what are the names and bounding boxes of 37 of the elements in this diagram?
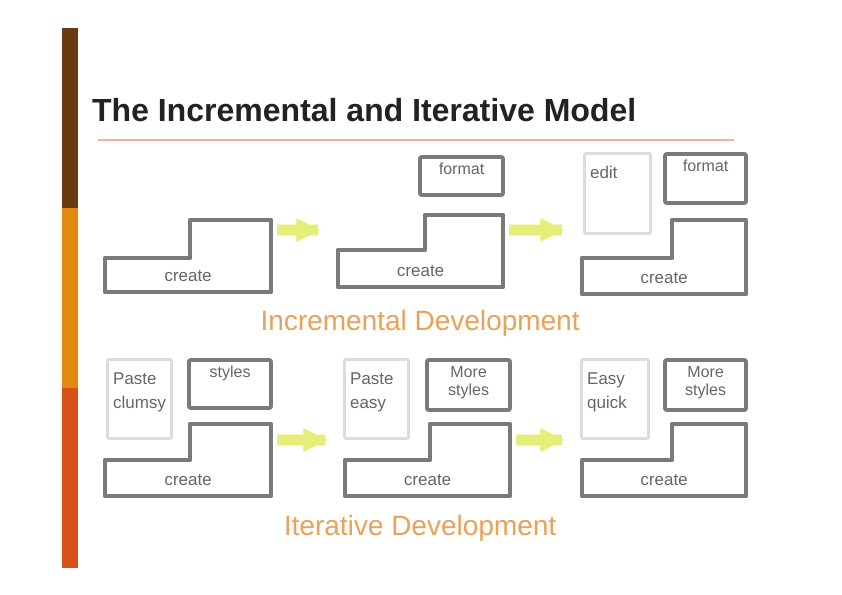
feature-box xyxy=(187,358,273,410)
step-shape xyxy=(580,422,748,498)
node-label: create xyxy=(163,264,213,286)
section-label: Incremental Development xyxy=(259,304,581,338)
feature-box xyxy=(425,358,512,412)
node-label: Easy quick xyxy=(587,369,627,412)
feature-box xyxy=(418,155,505,197)
feature-panel xyxy=(580,358,650,440)
node-label: Paste clumsy xyxy=(113,369,166,412)
node-label: format xyxy=(438,161,484,179)
step-shape xyxy=(343,422,512,498)
step-shape xyxy=(580,218,748,296)
node-label: More styles xyxy=(447,364,490,400)
feature-box xyxy=(663,152,748,205)
node-label: format xyxy=(682,158,728,176)
arrow xyxy=(516,428,564,452)
arrow xyxy=(509,218,564,242)
node-label: create xyxy=(396,260,446,282)
arrow xyxy=(277,218,320,242)
step-shape xyxy=(103,218,273,294)
feature-panel xyxy=(106,358,173,440)
node-label: create xyxy=(163,468,213,490)
node-label: create xyxy=(402,468,452,490)
section-label: Iterative Development xyxy=(282,509,558,543)
node-label: edit xyxy=(590,163,618,182)
node-label: create xyxy=(639,266,689,288)
feature-box xyxy=(663,358,748,412)
feature-panel xyxy=(343,358,410,440)
step-shape xyxy=(103,422,273,498)
node-label: More styles xyxy=(684,364,727,400)
node-label: Paste easy xyxy=(350,369,394,412)
feature-panel xyxy=(583,152,652,235)
node-label: create xyxy=(639,468,689,490)
arrow xyxy=(277,428,328,452)
step-shape xyxy=(336,213,505,289)
title: The Incremental and Iterative Model xyxy=(92,91,636,130)
node-label: styles xyxy=(210,364,250,382)
